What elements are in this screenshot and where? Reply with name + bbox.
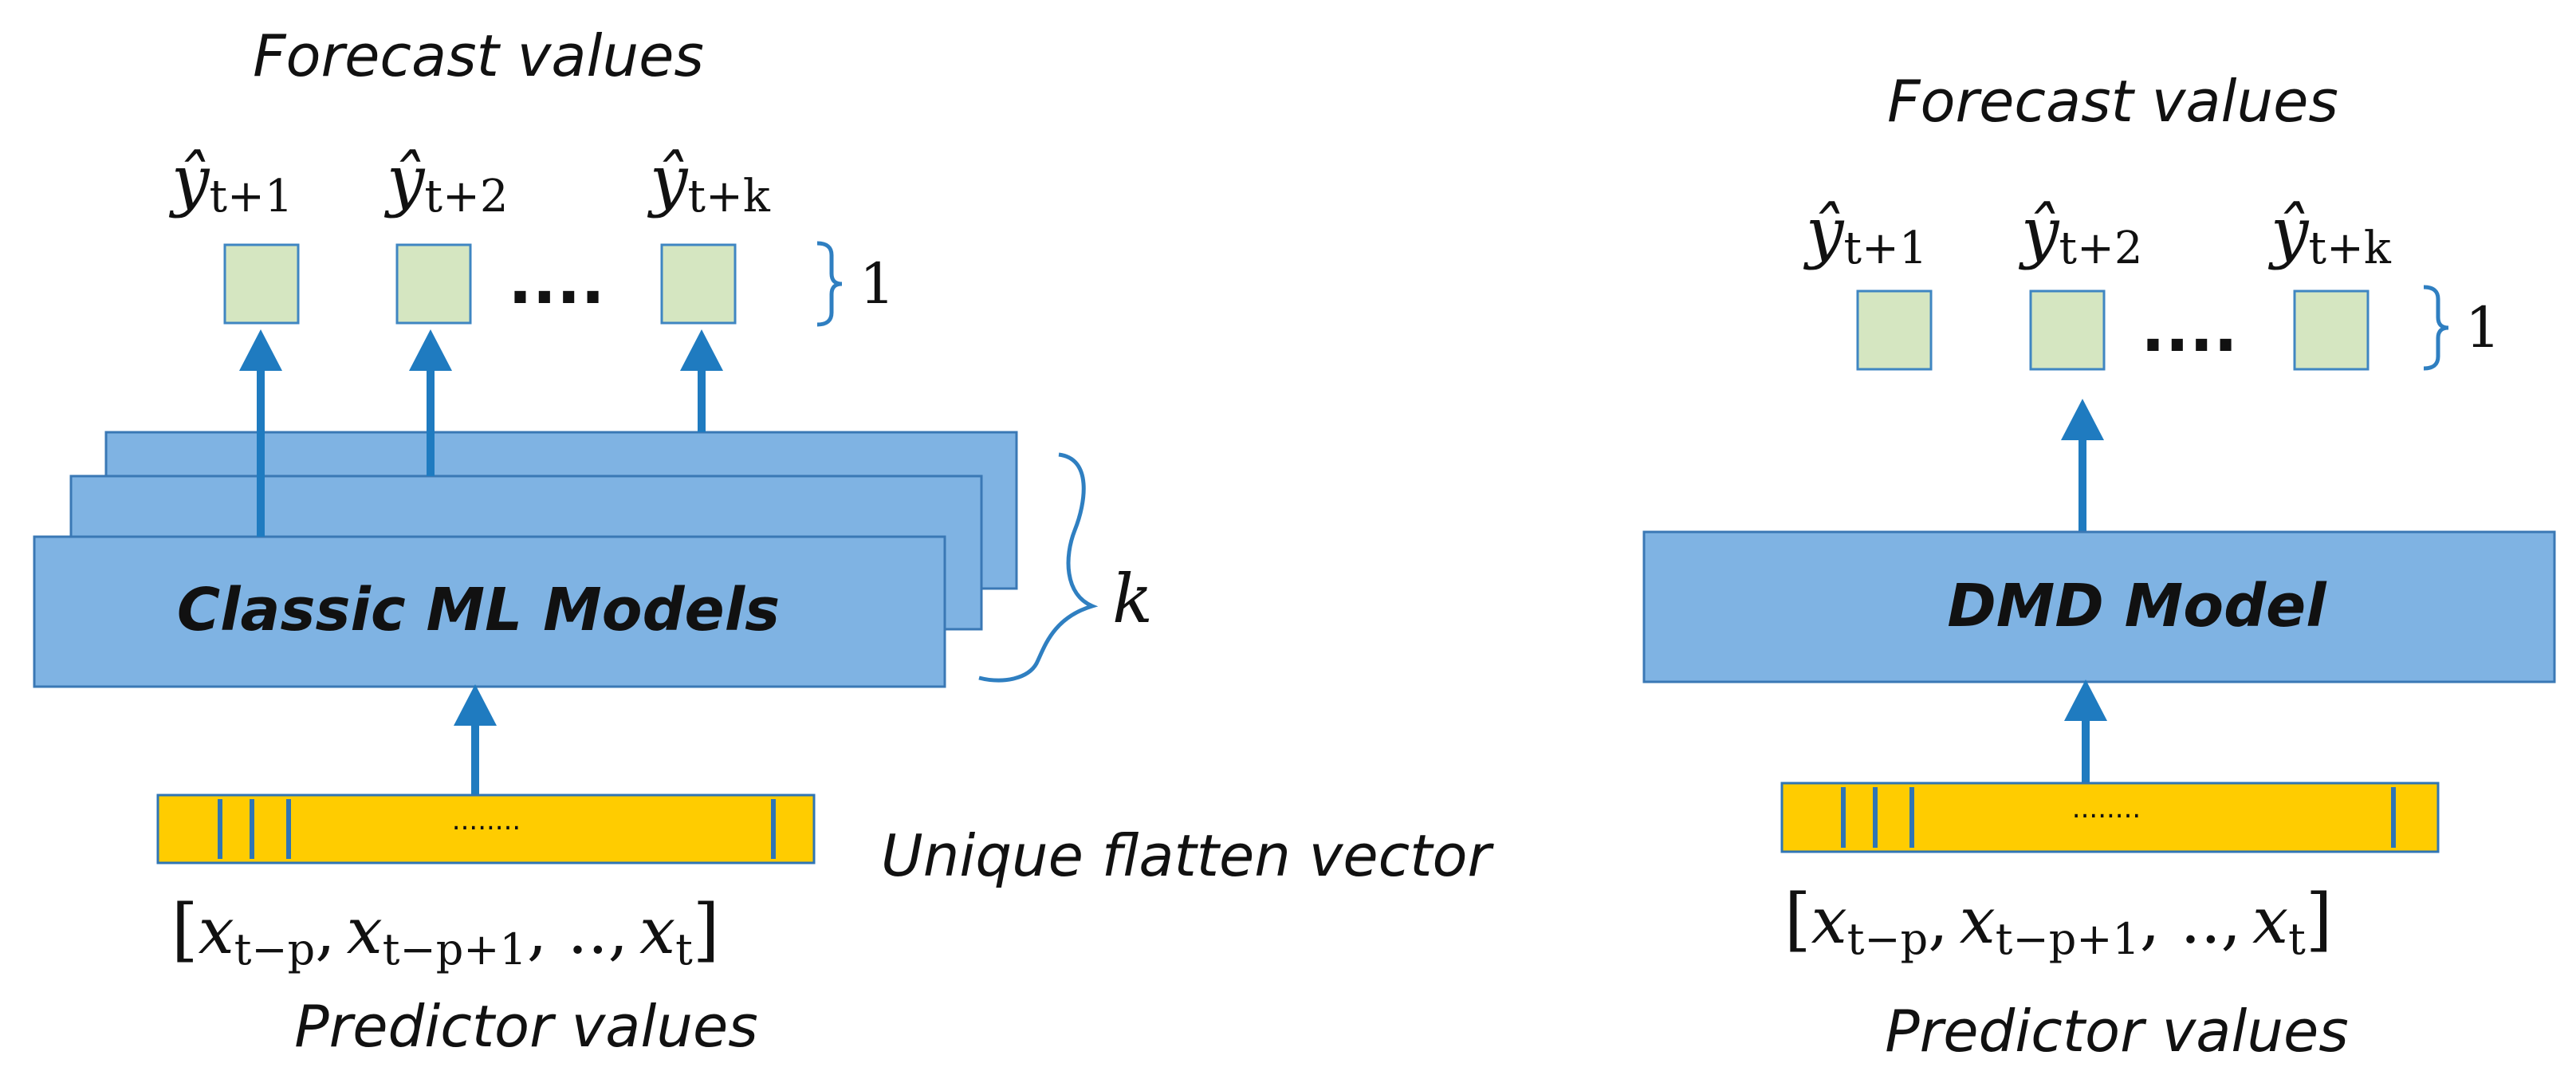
right-model-box [1642, 530, 2556, 683]
right-input-expression: [xt−p,xt−p+1, ..,xt] [1784, 880, 2332, 964]
right-output-ellipsis: .... [2141, 292, 2238, 366]
right-output-label-3: ŷt+k [2267, 193, 2392, 274]
left-model-label: Classic ML Models [177, 576, 780, 644]
right-output-square-3 [2293, 289, 2370, 371]
right-output-square-1 [1856, 289, 1933, 371]
right-output-square-2 [2029, 289, 2106, 371]
right-flatten-vector [1780, 782, 2440, 853]
left-forecast-title: Forecast values [253, 22, 704, 89]
left-output-square-2 [395, 243, 472, 325]
right-output-label-2: ŷt+2 [2018, 193, 2143, 274]
right-output-label-1: ŷt+1 [1803, 193, 1928, 274]
left-output-size-label: 1 [859, 251, 895, 317]
left-vector-label: Unique flatten vector [881, 822, 1495, 889]
left-model-box [33, 535, 946, 688]
left-panel: Forecast values ŷt+1 ŷt+2 ŷt+k .... 1 Cl… [33, 22, 1495, 1060]
left-vector-dots: ........ [452, 805, 521, 837]
left-flatten-vector [156, 794, 816, 864]
left-output-label-1: ŷt+1 [168, 141, 293, 223]
right-predictor-label: Predictor values [1885, 998, 2349, 1065]
left-stack-brace [978, 452, 1099, 683]
right-output-size-label: 1 [2465, 295, 2501, 360]
right-output-size-brace [2423, 285, 2449, 371]
left-output-label-2: ŷt+2 [383, 141, 509, 223]
left-vector-separators [218, 799, 776, 859]
left-stack-label: k [1112, 560, 1153, 638]
left-output-square-3 [660, 243, 737, 325]
right-vector-dots: ........ [2072, 793, 2141, 825]
left-predictor-label: Predictor values [294, 993, 758, 1060]
left-output-label-3: ŷt+k [647, 141, 771, 223]
right-input-arrow [2064, 679, 2107, 783]
left-input-expression: [xt−p,xt−p+1, ..,xt] [171, 890, 719, 975]
left-output-size-brace [816, 241, 843, 327]
right-output-arrow [2061, 399, 2104, 532]
left-input-arrow [454, 684, 497, 795]
right-panel: Forecast values ŷt+1 ŷt+2 ŷt+k .... 1 DM… [1642, 68, 2556, 1065]
right-forecast-title: Forecast values [1887, 68, 2338, 135]
right-vector-separators [1841, 787, 2396, 848]
left-output-ellipsis: .... [508, 244, 605, 318]
left-output-square-1 [223, 243, 300, 325]
right-model-label: DMD Model [1947, 572, 2327, 640]
left-output-arrows [239, 329, 723, 537]
